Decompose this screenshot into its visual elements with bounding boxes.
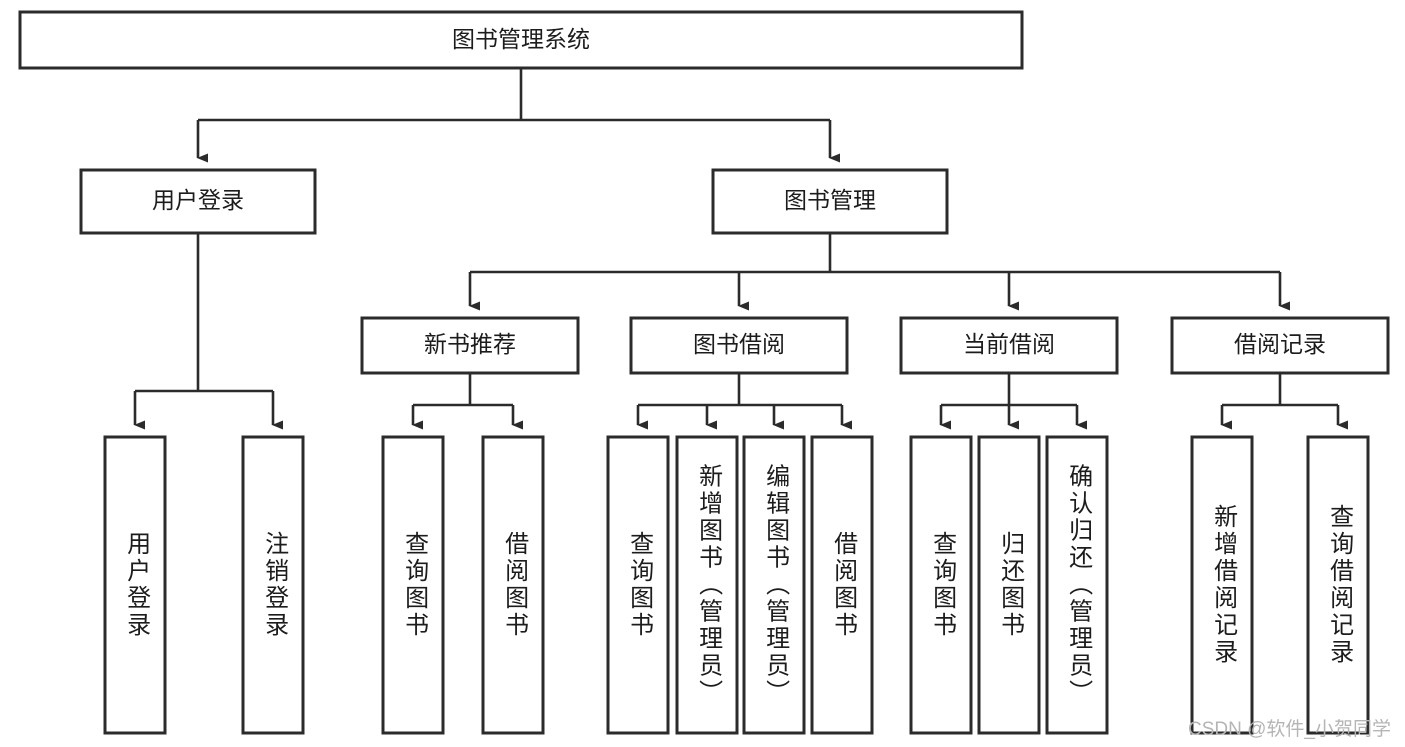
node-borrow-record[interactable]: 借阅记录 <box>1170 316 1390 375</box>
leaf-borrow-record-2[interactable]: 查询借阅记录 <box>1306 435 1370 735</box>
leaf-user-login-1[interactable]: 用户登录 <box>103 435 167 735</box>
node-current-borrow-label: 当前借阅 <box>963 331 1055 357</box>
leaf-borrow-record-2-box[interactable] <box>1306 435 1370 735</box>
leaf-current-borrow-3-label: 确认归还（管理员） <box>1065 464 1093 707</box>
node-book-borrow-label: 图书借阅 <box>693 331 785 357</box>
leaf-current-borrow-3-box[interactable] <box>1045 435 1109 735</box>
node-root-book-management-system[interactable]: 图书管理系统 <box>18 10 1024 70</box>
leaf-borrow-record-1[interactable]: 新增借阅记录 <box>1190 435 1254 735</box>
leaf-book-borrow-3-box[interactable] <box>742 435 806 735</box>
leaf-book-borrow-2-label: 新增图书（管理员） <box>695 464 723 707</box>
leaf-book-borrow-1-box[interactable] <box>606 435 670 735</box>
leaf-book-borrow-4-label: 借阅图书 <box>830 531 858 639</box>
leaf-book-borrow-3-label: 编辑图书（管理员） <box>762 464 790 707</box>
leaf-current-borrow-1-box[interactable] <box>909 435 973 735</box>
node-root-box[interactable] <box>18 10 1024 70</box>
leaf-book-borrow-4-box[interactable] <box>810 435 874 735</box>
leaf-current-borrow-3[interactable]: 确认归还（管理员） <box>1045 435 1109 735</box>
leaf-new-book-recommend-2-box[interactable] <box>481 435 545 735</box>
leaf-current-borrow-1[interactable]: 查询图书 <box>909 435 973 735</box>
leaf-book-borrow-3[interactable]: 编辑图书（管理员） <box>742 435 806 735</box>
leaf-new-book-recommend-1[interactable]: 查询图书 <box>381 435 445 735</box>
node-user-login[interactable]: 用户登录 <box>79 168 317 235</box>
node-new-book-recommend-label: 新书推荐 <box>424 331 516 357</box>
leaf-new-book-recommend-1-box[interactable] <box>381 435 445 735</box>
leaf-book-borrow-1[interactable]: 查询图书 <box>606 435 670 735</box>
leaf-current-borrow-1-label: 查询图书 <box>929 531 957 639</box>
leaf-book-borrow-2[interactable]: 新增图书（管理员） <box>675 435 739 735</box>
node-book-management-box[interactable] <box>711 168 949 235</box>
leaf-current-borrow-2[interactable]: 归还图书 <box>977 435 1041 735</box>
node-borrow-record-label: 借阅记录 <box>1234 331 1326 357</box>
node-current-borrow[interactable]: 当前借阅 <box>899 316 1119 375</box>
node-new-book-recommend-box[interactable] <box>360 316 580 375</box>
leaf-user-login-1-box[interactable] <box>103 435 167 735</box>
node-user-login-label: 用户登录 <box>152 187 244 213</box>
leaf-book-borrow-1-label: 查询图书 <box>626 531 654 639</box>
leaf-current-borrow-2-box[interactable] <box>977 435 1041 735</box>
node-book-borrow[interactable]: 图书借阅 <box>629 316 849 375</box>
leaf-new-book-recommend-2-label: 借阅图书 <box>501 531 529 639</box>
node-root-label: 图书管理系统 <box>452 26 590 52</box>
node-user-login-box[interactable] <box>79 168 317 235</box>
connector-layer <box>133 68 1348 430</box>
node-borrow-record-box[interactable] <box>1170 316 1390 375</box>
leaf-new-book-recommend-1-label: 查询图书 <box>401 531 429 639</box>
leaf-borrow-record-1-label: 新增借阅记录 <box>1210 504 1238 666</box>
leaf-user-login-1-label: 用户登录 <box>123 531 151 639</box>
node-new-book-recommend[interactable]: 新书推荐 <box>360 316 580 375</box>
leaf-user-login-2[interactable]: 注销登录 <box>241 435 305 735</box>
node-book-management[interactable]: 图书管理 <box>711 168 949 235</box>
leaf-book-borrow-4[interactable]: 借阅图书 <box>810 435 874 735</box>
leaf-book-borrow-2-box[interactable] <box>675 435 739 735</box>
leaf-new-book-recommend-2[interactable]: 借阅图书 <box>481 435 545 735</box>
leaf-borrow-record-2-label: 查询借阅记录 <box>1326 504 1354 666</box>
leaf-user-login-2-box[interactable] <box>241 435 305 735</box>
leaf-current-borrow-2-label: 归还图书 <box>997 531 1025 639</box>
node-book-management-label: 图书管理 <box>784 187 876 213</box>
node-current-borrow-box[interactable] <box>899 316 1119 375</box>
leaf-user-login-2-label: 注销登录 <box>261 531 289 639</box>
leaf-borrow-record-1-box[interactable] <box>1190 435 1254 735</box>
node-book-borrow-box[interactable] <box>629 316 849 375</box>
